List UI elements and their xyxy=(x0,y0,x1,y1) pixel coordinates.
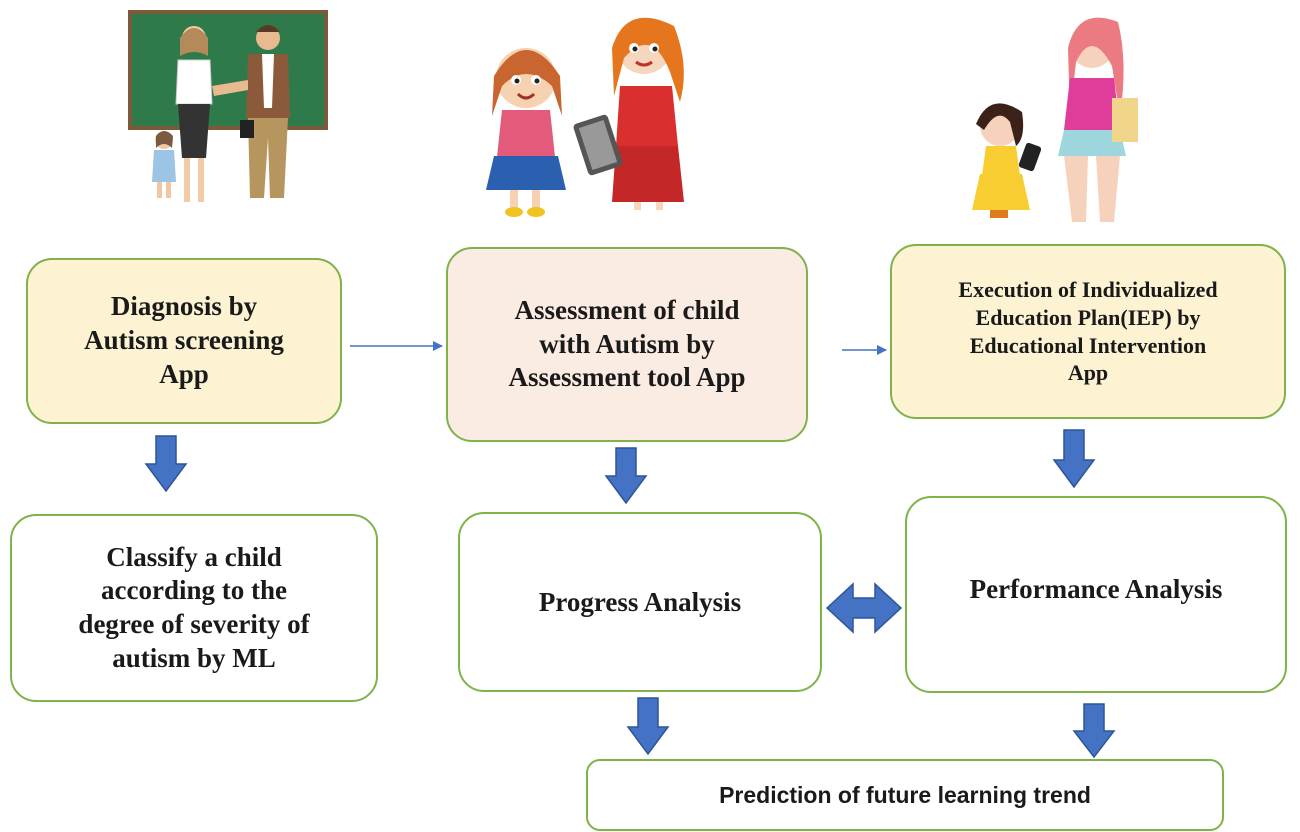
execution-line-3: Educational Intervention xyxy=(969,332,1207,358)
execution-line-4: App xyxy=(1067,360,1109,386)
teachers-meeting-illustration xyxy=(128,10,328,202)
down-arrow-assessment-to-progress xyxy=(604,447,648,505)
classify-line-3: degree of severity of xyxy=(78,609,310,639)
execution-line-2: Education Plan(IEP) by xyxy=(975,304,1201,330)
down-arrow-performance-to-prediction xyxy=(1072,703,1116,759)
prediction-box: Prediction of future learning trend xyxy=(586,759,1224,831)
diagnosis-line-3: App xyxy=(159,358,209,389)
assessment-box: Assessment of child with Autism by Asses… xyxy=(446,247,808,442)
double-arrow-progress-performance xyxy=(825,582,903,634)
classify-line-2: according to the xyxy=(101,575,287,606)
down-arrow-progress-to-prediction xyxy=(626,697,670,756)
performance-analysis-box: Performance Analysis xyxy=(905,496,1287,693)
execution-line-1: Execution of Individualized xyxy=(958,276,1218,302)
diagnosis-line-2: Autism screening xyxy=(84,325,284,356)
teacher-girl-education-illustration xyxy=(972,17,1138,222)
classify-line-1: Classify a child xyxy=(106,541,282,572)
progress-analysis-box: Progress Analysis xyxy=(458,512,822,692)
performance-analysis-label: Performance Analysis xyxy=(969,574,1223,604)
assessment-line-1: Assessment of child xyxy=(514,294,740,325)
down-arrow-execution-to-performance xyxy=(1052,429,1096,489)
classify-line-4: autism by ML xyxy=(112,642,276,673)
progress-analysis-label: Progress Analysis xyxy=(538,586,742,617)
down-arrow-diagnosis-to-classify xyxy=(144,435,188,493)
diagnosis-box: Diagnosis by Autism screening App xyxy=(26,258,342,424)
execution-box: Execution of Individualized Education Pl… xyxy=(890,244,1286,419)
assessment-line-3: Assessment tool App xyxy=(508,362,746,393)
diagnosis-line-1: Diagnosis by xyxy=(110,291,258,322)
assessment-line-2: with Autism by xyxy=(539,328,715,359)
classify-box: Classify a child according to the degree… xyxy=(10,514,378,702)
teacher-child-tablet-illustration xyxy=(486,17,684,217)
prediction-label: Prediction of future learning trend xyxy=(719,781,1091,808)
